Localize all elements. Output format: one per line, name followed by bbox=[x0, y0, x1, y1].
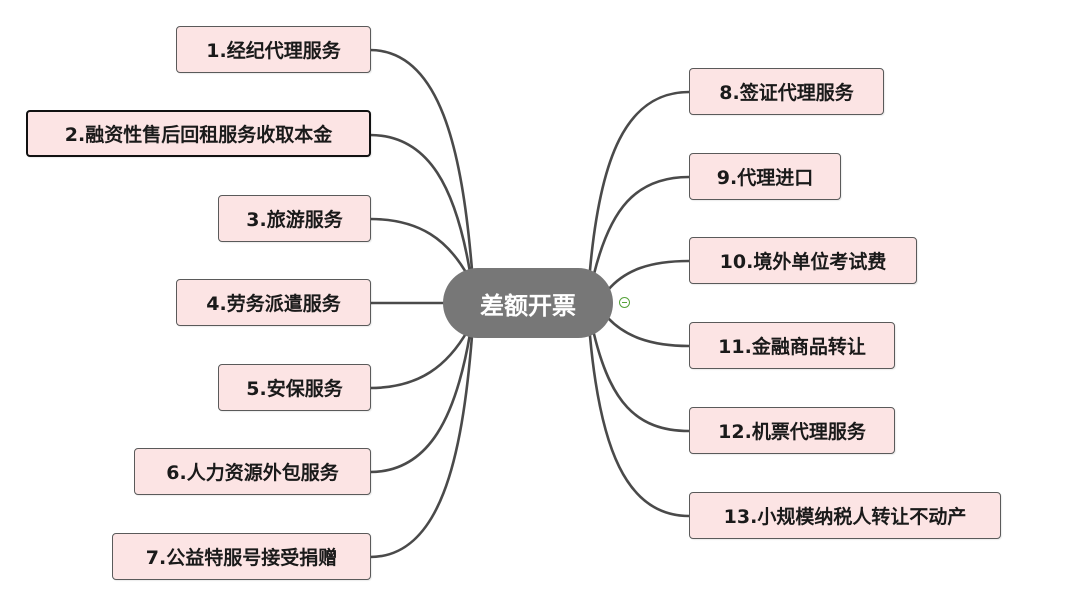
edge-1 bbox=[368, 48, 474, 272]
edge-5 bbox=[368, 328, 470, 390]
topic-node-label: 3.旅游服务 bbox=[246, 209, 343, 231]
topic-node-label: 8.签证代理服务 bbox=[719, 82, 854, 104]
topic-node-label: 10.境外单位考试费 bbox=[719, 251, 887, 273]
edge-3 bbox=[368, 217, 470, 278]
topic-node-label: 13.小规模纳税人转让不动产 bbox=[723, 506, 967, 528]
topic-node-11[interactable]: 11.金融商品转让 bbox=[689, 322, 895, 369]
topic-node-8[interactable]: 8.签证代理服务 bbox=[689, 68, 884, 115]
topic-node-label: 9.代理进口 bbox=[716, 167, 814, 189]
topic-node-label: 1.经纪代理服务 bbox=[206, 40, 341, 62]
topic-node-3[interactable]: 3.旅游服务 bbox=[218, 195, 371, 242]
edge-13 bbox=[588, 334, 691, 518]
topic-node-label: 5.安保服务 bbox=[246, 378, 343, 400]
edge-11 bbox=[606, 316, 691, 348]
edge-6 bbox=[368, 332, 472, 474]
topic-node-9[interactable]: 9.代理进口 bbox=[689, 153, 841, 200]
topic-node-label: 6.人力资源外包服务 bbox=[166, 462, 339, 484]
topic-node-label: 2.融资性售后回租服务收取本金 bbox=[64, 124, 333, 146]
topic-node-6[interactable]: 6.人力资源外包服务 bbox=[134, 448, 371, 495]
topic-node-13[interactable]: 13.小规模纳税人转让不动产 bbox=[689, 492, 1001, 539]
topic-node-7[interactable]: 7.公益特服号接受捐赠 bbox=[112, 533, 371, 580]
topic-node-5[interactable]: 5.安保服务 bbox=[218, 364, 371, 411]
topic-node-label: 12.机票代理服务 bbox=[718, 421, 866, 443]
topic-node-label: 7.公益特服号接受捐赠 bbox=[145, 547, 338, 569]
edge-10 bbox=[606, 259, 691, 292]
edge-12 bbox=[592, 332, 691, 433]
edge-9 bbox=[592, 175, 691, 276]
topic-node-1[interactable]: 1.经纪代理服务 bbox=[176, 26, 371, 73]
edge-2 bbox=[368, 133, 472, 274]
topic-node-2-selected[interactable]: 2.融资性售后回租服务收取本金 bbox=[26, 110, 371, 157]
collapse-toggle-icon[interactable] bbox=[619, 297, 630, 308]
topic-node-label: 11.金融商品转让 bbox=[718, 336, 866, 358]
central-topic[interactable]: 差额开票 bbox=[443, 268, 613, 338]
topic-node-12[interactable]: 12.机票代理服务 bbox=[689, 407, 895, 454]
edge-7 bbox=[368, 334, 474, 559]
topic-node-10[interactable]: 10.境外单位考试费 bbox=[689, 237, 917, 284]
topic-node-label: 4.劳务派遣服务 bbox=[206, 293, 341, 315]
edge-8 bbox=[588, 90, 691, 272]
central-topic-label: 差额开票 bbox=[480, 291, 576, 320]
topic-node-4[interactable]: 4.劳务派遣服务 bbox=[176, 279, 371, 326]
